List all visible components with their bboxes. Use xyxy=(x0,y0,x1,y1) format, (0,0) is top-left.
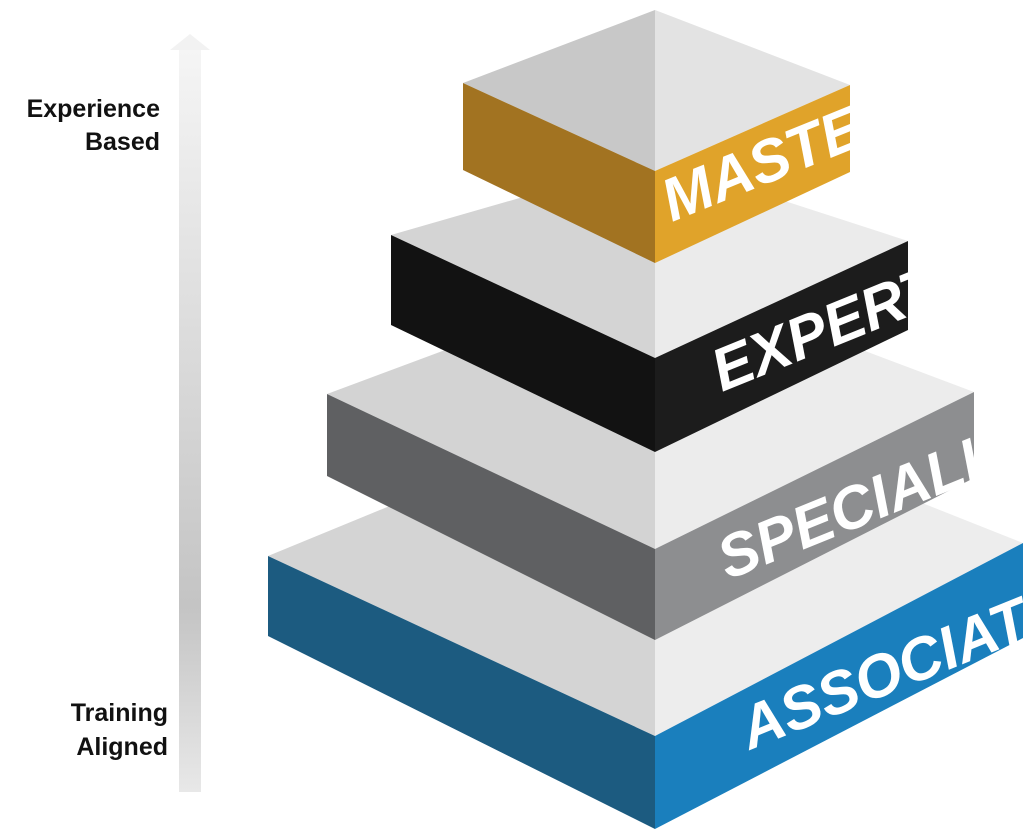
expert-front-left-face xyxy=(391,235,655,452)
expert-front-right-face xyxy=(655,241,908,452)
specialist-front-right-face xyxy=(655,392,974,640)
associate-front-left-face xyxy=(268,556,655,829)
master-top-far-face xyxy=(655,10,850,171)
experience-based-label-line1: Experience xyxy=(27,95,161,123)
master-front-left-face xyxy=(463,83,655,263)
training-aligned-label-line1: Training xyxy=(71,699,168,727)
master-front-right-face xyxy=(655,85,850,263)
progression-arrow-shaft xyxy=(179,50,201,792)
associate-front-right-face xyxy=(655,543,1023,829)
specialist-front-left-face xyxy=(327,394,655,640)
master-top-near-face xyxy=(463,10,655,171)
experience-based-label-line2: Based xyxy=(85,128,160,156)
progression-arrow-head xyxy=(170,34,210,50)
progression-arrow xyxy=(170,34,210,792)
training-aligned-label-line2: Aligned xyxy=(76,733,168,761)
master-tier: MASTER xyxy=(463,10,912,263)
